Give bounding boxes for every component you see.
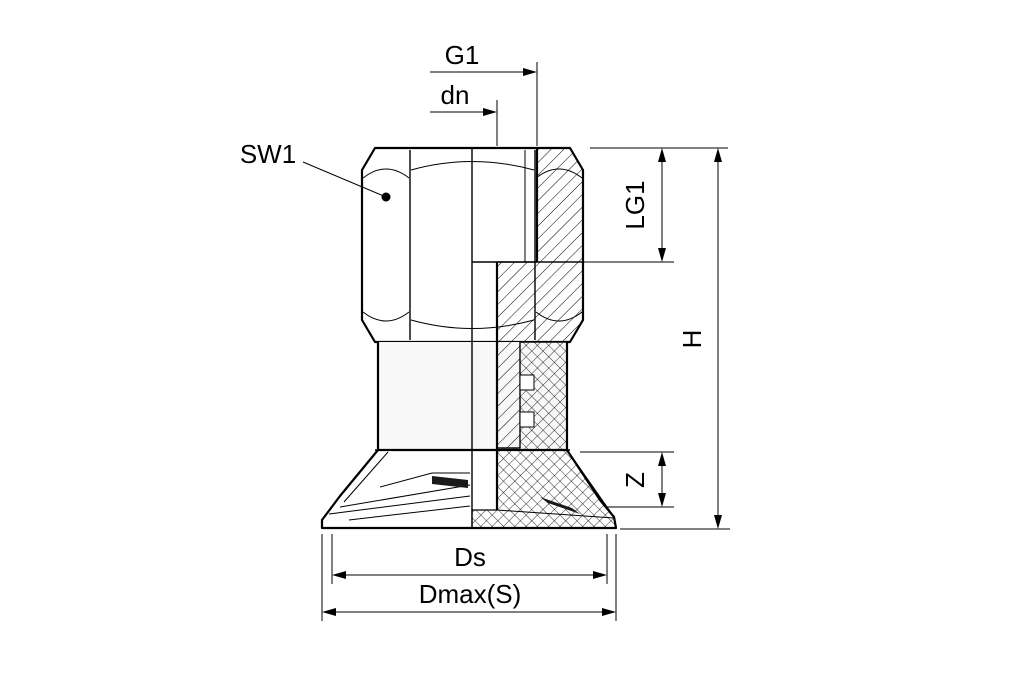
cup-inner-rim-line (496, 509, 615, 519)
dn-arrow (483, 108, 497, 116)
g1-arrow (523, 68, 537, 76)
sw1-leader-line (302, 161, 387, 198)
dmax-arrow-right (602, 608, 616, 616)
cup-detail-lines (328, 451, 471, 521)
dimension-ds: Ds (331, 534, 608, 584)
interface-notch-2 (519, 411, 535, 428)
dimension-lg1: LG1 (545, 147, 728, 263)
interface-notch-1 (519, 374, 535, 391)
label-dmax: Dmax(S) (419, 579, 522, 609)
label-z: Z (620, 472, 650, 488)
label-g1: G1 (445, 40, 480, 70)
lg1-arrow-bottom (658, 248, 666, 262)
dimension-h: H (620, 148, 730, 530)
part-body (320, 146, 618, 530)
fitting-section-hatch (536, 147, 584, 263)
h-arrow-bottom (714, 515, 722, 529)
z-arrow-bottom (658, 493, 666, 507)
label-lg1: LG1 (620, 180, 650, 229)
cup-seal-edge-left (432, 476, 468, 488)
dimension-z: Z (580, 451, 674, 508)
label-dn: dn (441, 80, 470, 110)
cup-seal-edge-right (540, 497, 580, 514)
dimensions: G1 dn SW1 LG1 (240, 40, 730, 621)
dimension-dn: dn (430, 80, 498, 146)
lg1-arrow-top (658, 148, 666, 162)
leader-sw1: SW1 (240, 139, 391, 202)
z-arrow-top (658, 452, 666, 466)
h-arrow-top (714, 148, 722, 162)
dimension-g1: G1 (430, 40, 538, 146)
sw1-leader-dot (381, 192, 391, 202)
label-sw1: SW1 (240, 139, 296, 169)
dmax-arrow-left (322, 608, 336, 616)
ds-arrow-right (593, 571, 607, 579)
label-ds: Ds (454, 542, 486, 572)
dimension-dmax: Dmax(S) (321, 534, 617, 621)
label-h: H (677, 330, 707, 349)
ds-arrow-left (332, 571, 346, 579)
